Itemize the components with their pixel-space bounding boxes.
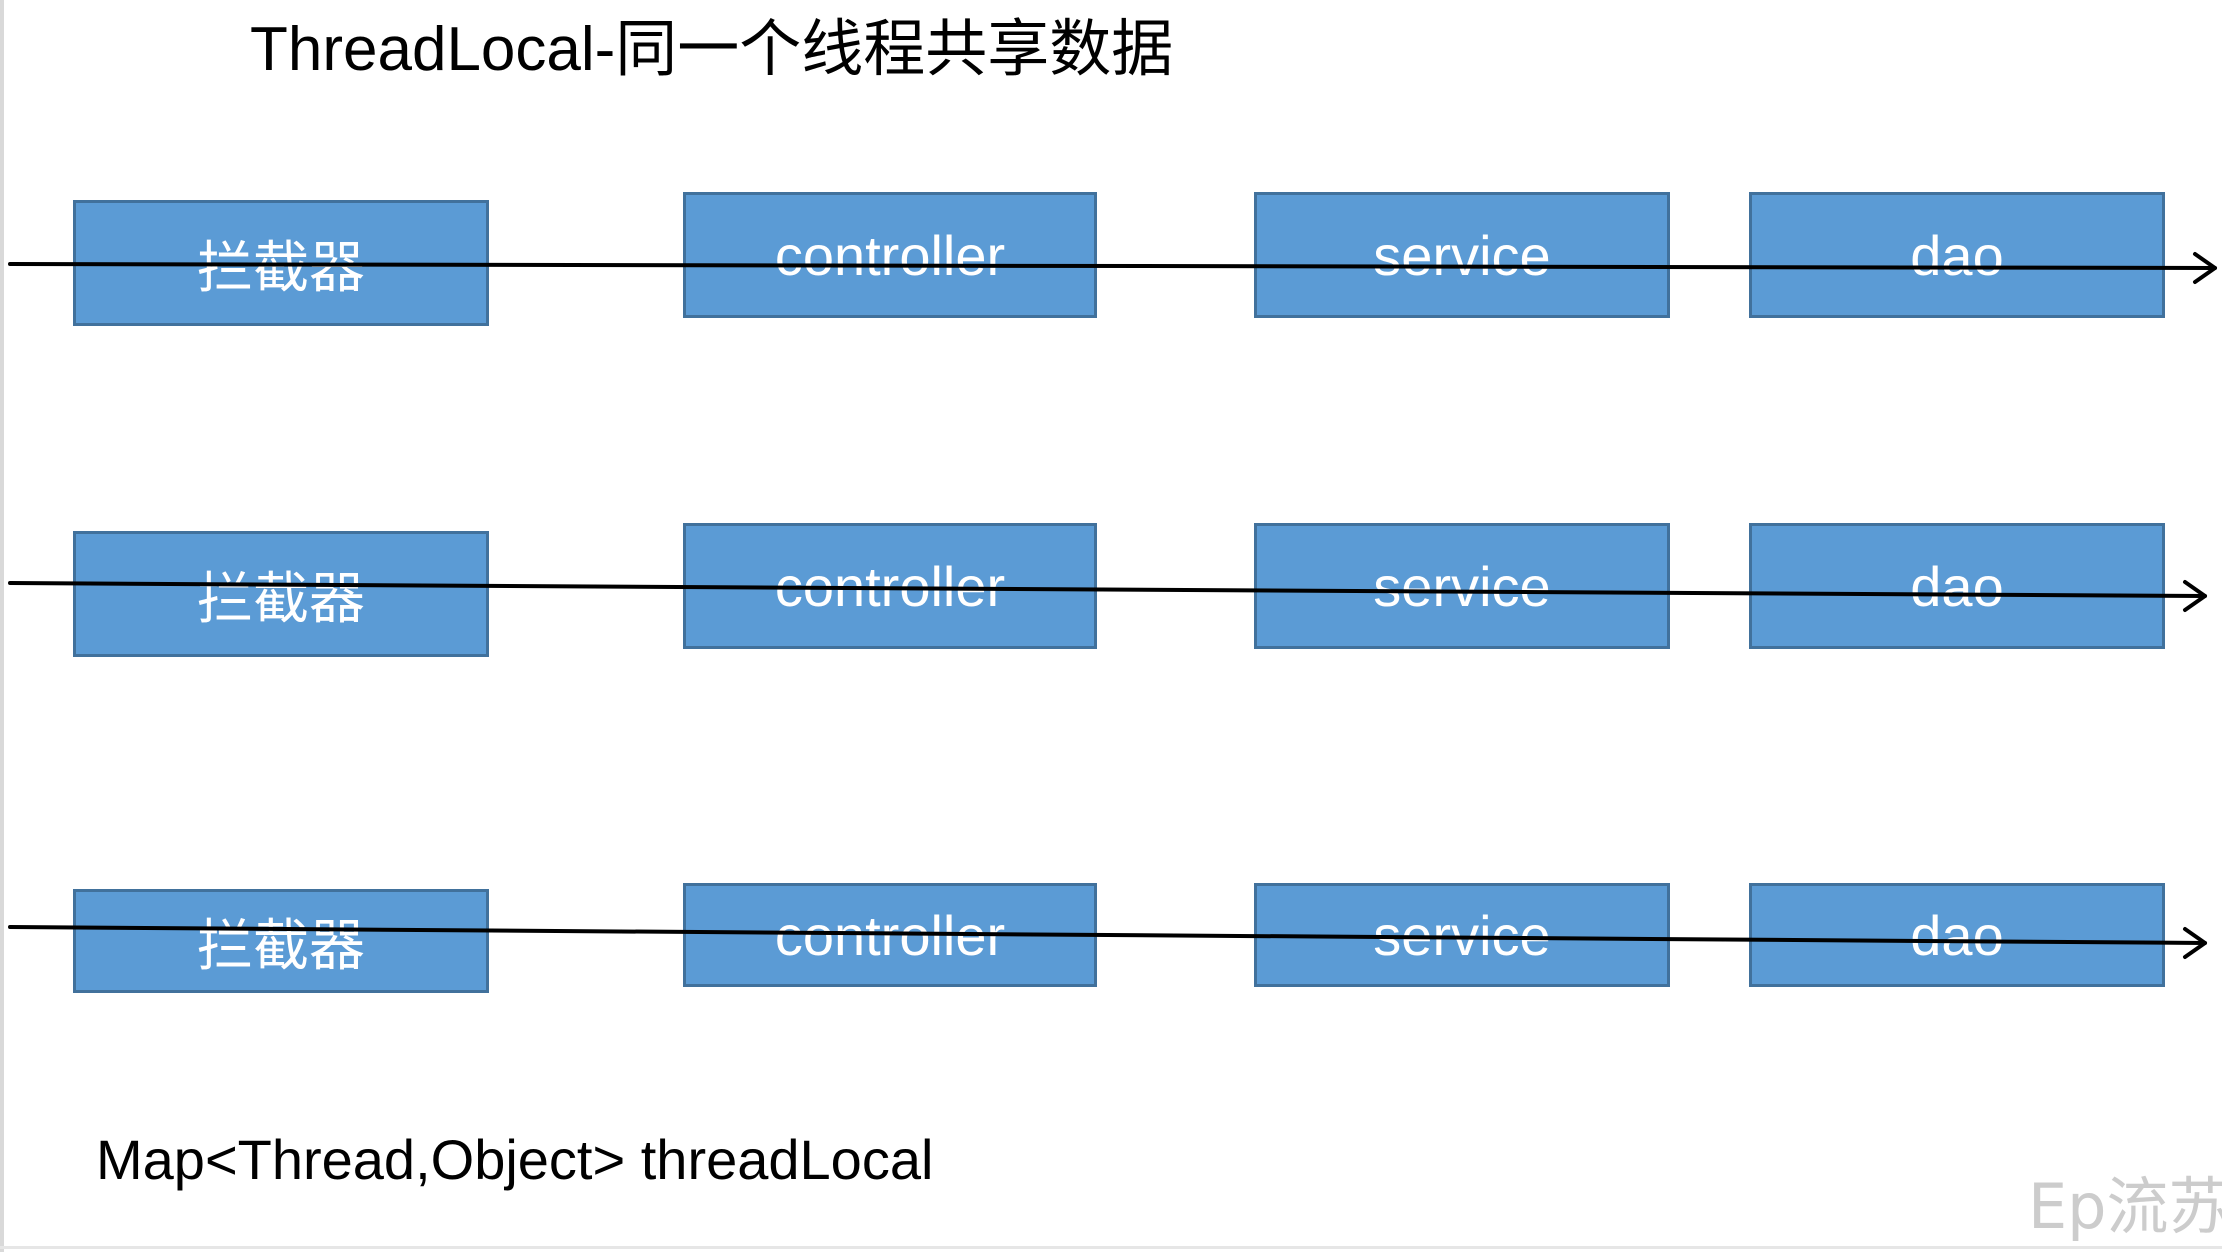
row-2-dao-box: dao bbox=[1749, 523, 2165, 649]
bottom-border bbox=[0, 1246, 2222, 1249]
row-1-controller-box: controller bbox=[683, 192, 1097, 318]
row-3-controller-box: controller bbox=[683, 883, 1097, 987]
threadlocal-map-caption: Map<Thread,Object> threadLocal bbox=[96, 1128, 934, 1191]
row-3-interceptor-box: 拦截器 bbox=[73, 889, 489, 993]
watermark: Ep流苏 bbox=[2028, 1170, 2222, 1243]
row-2-interceptor-box: 拦截器 bbox=[73, 531, 489, 657]
diagram-title: ThreadLocal-同一个线程共享数据 bbox=[250, 15, 1174, 84]
row-1-interceptor-box: 拦截器 bbox=[73, 200, 489, 326]
row-1-thread-arrowhead bbox=[2193, 252, 2217, 284]
row-2-controller-box: controller bbox=[683, 523, 1097, 649]
left-border bbox=[0, 0, 4, 1252]
row-3-service-box: service bbox=[1254, 883, 1670, 987]
row-1-service-box: service bbox=[1254, 192, 1670, 318]
row-3-dao-box: dao bbox=[1749, 883, 2165, 987]
row-2-service-box: service bbox=[1254, 523, 1670, 649]
row-1-dao-box: dao bbox=[1749, 192, 2165, 318]
row-2-thread-arrowhead bbox=[2183, 580, 2207, 612]
row-3-thread-arrowhead bbox=[2183, 927, 2207, 959]
